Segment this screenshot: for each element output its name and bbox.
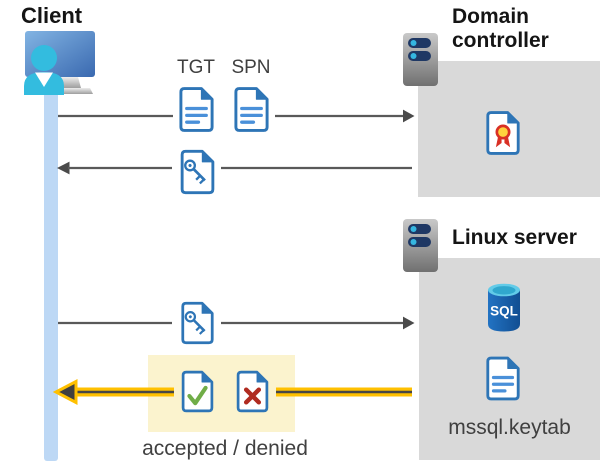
person-icon — [24, 45, 64, 95]
client-label: Client — [21, 3, 83, 28]
linux-server-icon — [403, 219, 438, 272]
keytab-file-icon — [486, 356, 520, 401]
key-icon — [184, 311, 206, 335]
arrow-request-tgt-spn — [58, 109, 415, 123]
sql-badge-text: SQL — [490, 304, 518, 319]
x-mark-icon — [243, 387, 262, 405]
arrow-response-accepted-denied — [52, 379, 412, 405]
result-label: accepted / denied — [142, 437, 308, 460]
tgt-document-icon — [179, 87, 214, 132]
checkmark-icon — [187, 385, 208, 406]
sql-database-icon: SQL — [488, 283, 520, 332]
arrow-send-ticket — [58, 316, 415, 330]
key-icon — [184, 159, 206, 185]
keytab-label: mssql.keytab — [448, 416, 571, 439]
client-timeline-bar — [44, 90, 58, 461]
denied-document-icon — [236, 370, 269, 413]
arrow-return-ticket — [57, 161, 412, 175]
ticket-key-document-icon — [180, 149, 215, 195]
accepted-document-icon — [181, 370, 214, 413]
certificate-icon — [486, 111, 520, 155]
spn-label: SPN — [231, 57, 271, 78]
domain-controller-server-icon — [403, 33, 438, 86]
service-ticket-key-document-icon — [181, 301, 214, 345]
client-workstation-icon — [24, 31, 95, 95]
linux-server-label: Linux server — [452, 226, 577, 249]
tgt-label: TGT — [177, 57, 215, 78]
spn-document-icon — [234, 87, 269, 132]
rosette-icon — [495, 124, 511, 148]
domain-controller-label: Domain controller — [452, 5, 549, 52]
